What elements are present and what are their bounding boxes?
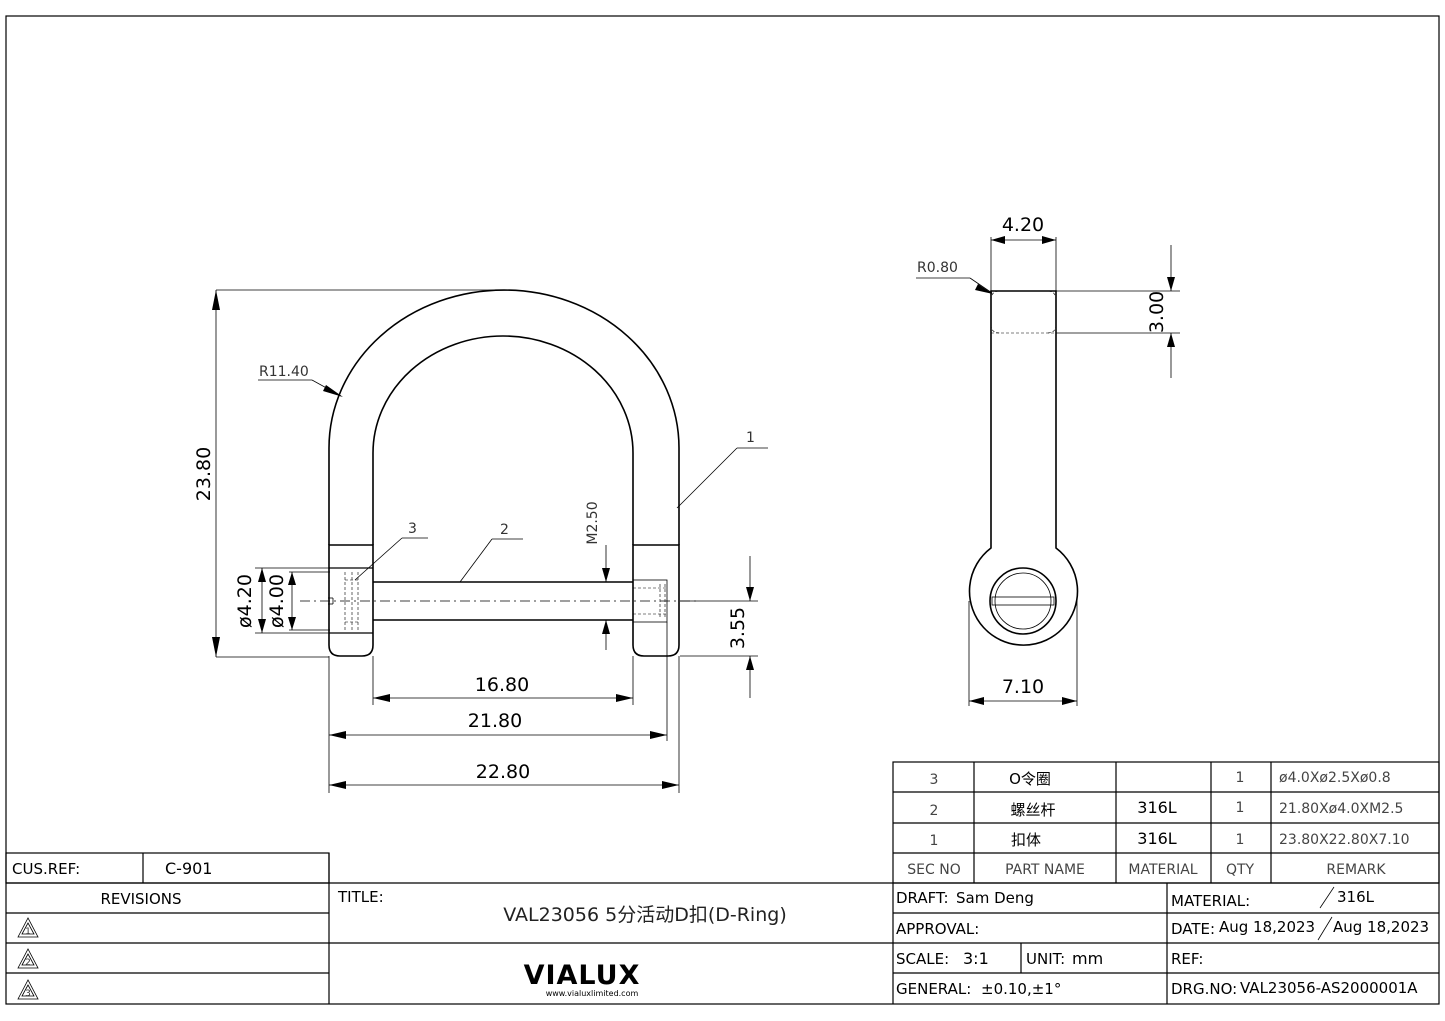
bom-header-remark: REMARK (1326, 862, 1386, 878)
general-label: GENERAL: (896, 980, 971, 998)
left-collar (328, 544, 374, 657)
bom-row-1-name: 扣体 (1011, 831, 1041, 849)
bom-row-1-material: 316L (1137, 829, 1177, 848)
side-view-outline (968, 290, 1079, 646)
callout-1: 1 (746, 430, 755, 446)
company-logo: VIALUX (524, 960, 641, 991)
dim-23-80: 23.80 (193, 289, 505, 658)
dim-4-20-text: 4.20 (1002, 214, 1044, 236)
bom-row-3-name: O令圈 (1009, 770, 1051, 788)
bom-row-3-sec: 3 (930, 772, 939, 788)
dim-phi-4-20-text: ø4.20 (234, 574, 256, 628)
dim-r11-40: R11.40 (258, 364, 343, 397)
dim-23-80-text: 23.80 (193, 447, 215, 501)
bom-row-1-sec: 1 (930, 833, 939, 849)
bom-row-3-remark: ø4.0Xø2.5Xø0.8 (1279, 770, 1391, 786)
scale-value: 3:1 (963, 949, 989, 968)
dim-phi: ø4.20 ø4.00 (234, 567, 330, 634)
callout-3: 3 (408, 521, 417, 537)
right-collar (632, 544, 680, 657)
bom-header-material: MATERIAL (1128, 862, 1197, 878)
cus-ref-label: CUS.REF: (12, 860, 80, 878)
bom-row-2-name: 螺丝杆 (1010, 801, 1055, 819)
date-label: DATE: (1171, 920, 1215, 938)
dim-3-55: 3.55 (680, 556, 758, 698)
cus-ref-value: C-901 (165, 859, 212, 878)
date-value-2: Aug 18,2023 (1333, 918, 1429, 936)
bom-row-1-remark: 23.80X22.80X7.10 (1279, 832, 1410, 848)
front-view: 23.80 R11.40 ø4.20 ø4.00 (193, 289, 768, 793)
side-view: 4.20 R0.80 3.00 7.10 (916, 214, 1180, 706)
dim-7-10-text: 7.10 (1002, 676, 1044, 698)
drawing-title: VAL23056 5分活动D扣(D-Ring) (503, 904, 786, 926)
callout-2: 2 (500, 522, 509, 538)
draft-value: Sam Deng (956, 889, 1034, 907)
bom-row-2-sec: 2 (930, 803, 939, 819)
dim-r11-40-text: R11.40 (259, 364, 309, 380)
bom-header-qty: QTY (1226, 862, 1255, 878)
dim-16-80-text: 16.80 (475, 674, 529, 696)
revision-mark-2: 2 (17, 948, 39, 969)
dim-r0-80-text: R0.80 (917, 260, 958, 276)
drg-no-label: DRG.NO: (1171, 980, 1237, 998)
date-value-1: Aug 18,2023 (1219, 918, 1315, 936)
screw-shaft (300, 572, 700, 630)
bom-table: 3 O令圈 1 ø4.0Xø2.5Xø0.8 2 螺丝杆 316L 1 21.8… (892, 761, 1440, 884)
svg-text:2: 2 (25, 958, 31, 968)
draft-label: DRAFT: (896, 889, 949, 907)
unit-value: mm (1072, 949, 1103, 968)
dim-phi-4-00-text: ø4.00 (266, 574, 288, 628)
scale-label: SCALE: (896, 950, 949, 968)
dim-21-80-text: 21.80 (468, 710, 522, 732)
dim-horizontal: 16.80 21.80 22.80 (328, 622, 680, 793)
bom-row-3-qty: 1 (1236, 770, 1245, 786)
screw-head-outer (989, 567, 1057, 635)
bom-row-2-remark: 21.80Xø4.0XM2.5 (1279, 801, 1403, 817)
unit-label: UNIT: (1026, 950, 1065, 968)
revision-mark-1: 1 (17, 917, 39, 938)
title-label: TITLE: (337, 888, 384, 906)
d-ring-inner-loop (372, 335, 634, 545)
bom-row-2-material: 316L (1137, 798, 1177, 817)
revisions-label: REVISIONS (100, 890, 181, 908)
svg-text:1: 1 (25, 927, 31, 937)
ref-label: REF: (1171, 950, 1203, 968)
dim-m2-50: M2.50 (585, 501, 610, 650)
screw-head-inner (994, 572, 1052, 630)
company-url: www.vialuxlimited.com (546, 989, 639, 998)
bom-row-2-qty: 1 (1236, 800, 1245, 816)
bom-header-part-name: PART NAME (1005, 862, 1085, 878)
svg-text:3: 3 (25, 989, 31, 999)
drg-no-value: VAL23056-AS2000001A (1240, 979, 1418, 997)
screw-slot (991, 596, 1055, 606)
dim-22-80-text: 22.80 (476, 761, 530, 783)
revision-mark-3: 3 (17, 979, 39, 1000)
dim-m2-50-text: M2.50 (585, 501, 601, 544)
title-block: CUS.REF: C-901 REVISIONS 1 2 3 (5, 852, 1439, 1004)
bom-header-sec-no: SEC NO (907, 862, 960, 878)
dim-3-00-text: 3.00 (1146, 291, 1168, 333)
drawing-border (5, 15, 1440, 1005)
material-value: 316L (1337, 888, 1375, 906)
approval-label: APPROVAL: (896, 920, 979, 938)
dim-3-55-text: 3.55 (727, 607, 749, 649)
material-label: MATERIAL: (1171, 892, 1250, 910)
part-callouts: 1 2 3 (354, 430, 768, 583)
general-value: ±0.10,±1° (981, 980, 1061, 998)
bom-row-1-qty: 1 (1236, 832, 1245, 848)
